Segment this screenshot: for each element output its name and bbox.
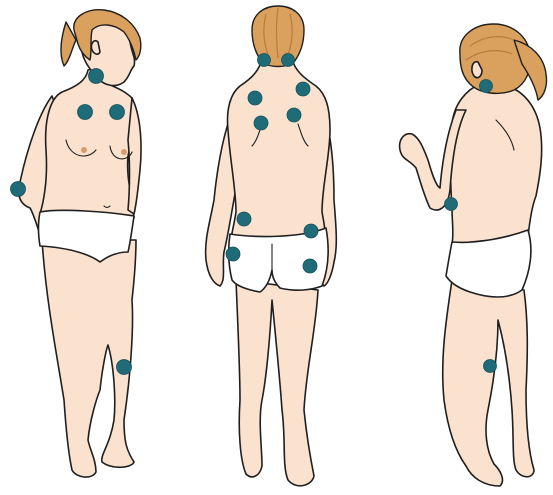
tender-point-back-trapezius-left: [248, 91, 262, 105]
tender-point-back-hip-right: [303, 259, 317, 273]
tender-point-back-supraspinatus-left: [254, 116, 268, 130]
tender-point-side-neck: [480, 80, 493, 93]
tender-point-back-supraspinatus-right: [287, 108, 301, 122]
tender-point-back-hip-left: [226, 247, 240, 261]
back-legs: [236, 280, 318, 486]
tender-point-front-knee: [117, 360, 132, 375]
front-nipple-right: [121, 149, 127, 155]
side-torso: [451, 84, 542, 244]
tender-point-back-gluteal-left: [237, 212, 251, 226]
tender-point-back-trapezius-right: [296, 82, 310, 96]
front-torso: [40, 68, 135, 218]
tender-point-back-gluteal-right: [304, 224, 318, 238]
tender-point-back-occiput-right: [282, 54, 295, 67]
tender-point-side-knee: [484, 360, 497, 373]
tender-point-front-neck: [89, 69, 104, 84]
front-figure: [11, 10, 142, 477]
back-figure: [206, 6, 337, 486]
side-figure: [400, 24, 547, 486]
front-nipple-left: [81, 147, 87, 153]
front-ear: [91, 41, 100, 54]
tender-point-front-chest-right: [110, 105, 125, 120]
tender-point-front-chest-left: [78, 105, 93, 120]
tender-point-side-elbow: [445, 198, 458, 211]
front-legs: [42, 240, 136, 477]
tender-point-front-elbow: [11, 182, 26, 197]
tender-point-back-occiput-left: [258, 54, 271, 67]
side-legs: [443, 280, 534, 486]
